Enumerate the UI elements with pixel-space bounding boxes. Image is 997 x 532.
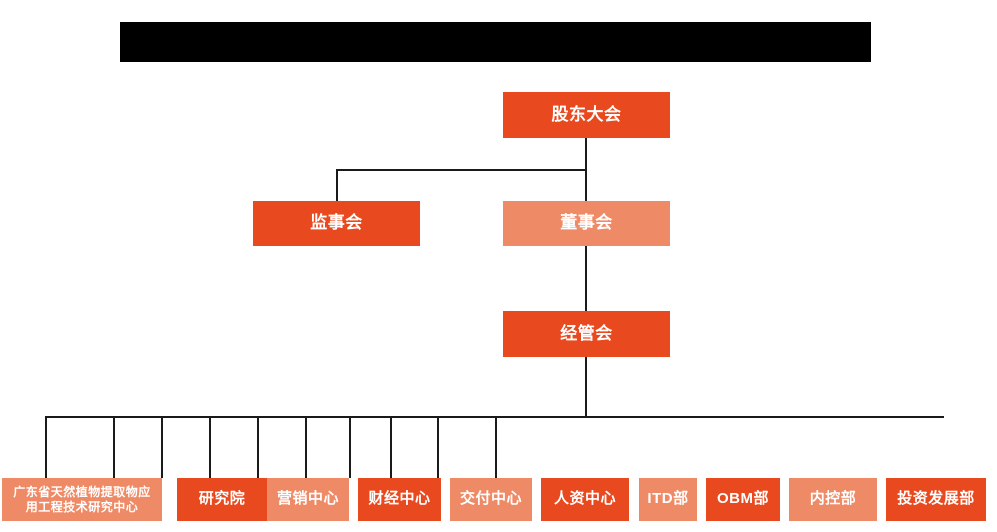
node-label: ITD部 <box>647 490 689 508</box>
node-guangdong-research-center[interactable]: 广东省天然植物提取物应 用工程技术研究中心 <box>2 478 162 521</box>
node-label: 交付中心 <box>459 490 522 508</box>
connector-drop-finance-center <box>209 416 211 478</box>
connector-bus-horizontal <box>45 416 944 418</box>
connector-drop-internal-control <box>437 416 439 478</box>
connector-supervisors-drop <box>336 169 338 201</box>
node-label: 股东大会 <box>551 104 622 124</box>
node-label: 内控部 <box>809 490 857 508</box>
node-label: 投资发展部 <box>897 490 975 508</box>
node-label: 监事会 <box>310 213 363 233</box>
connector-management-to-bus <box>585 357 587 418</box>
connector-drop-hr-center <box>305 416 307 478</box>
node-finance-center[interactable]: 财经中心 <box>358 478 441 521</box>
node-hr-center[interactable]: 人资中心 <box>541 478 629 521</box>
node-label: 经管会 <box>560 323 613 343</box>
node-itd-department[interactable]: ITD部 <box>639 478 697 521</box>
connector-directors-drop <box>585 169 587 201</box>
node-marketing-center[interactable]: 营销中心 <box>267 478 349 521</box>
connector-drop-delivery-center <box>257 416 259 478</box>
connector-drop-investment-dev <box>495 416 497 478</box>
node-obm-department[interactable]: OBM部 <box>706 478 780 521</box>
node-label-line-1: 广东省天然植物提取物应 <box>13 484 151 499</box>
node-research-institute[interactable]: 研究院 <box>177 478 267 521</box>
node-label: 研究院 <box>198 490 246 508</box>
redacted-title-banner <box>120 22 871 62</box>
node-label: 人资中心 <box>553 490 616 508</box>
connector-shareholders-to-supervisors-horizontal <box>336 169 587 171</box>
connector-drop-itd-department <box>349 416 351 478</box>
connector-drop-research-institute <box>113 416 115 478</box>
node-board-of-directors[interactable]: 董事会 <box>503 201 670 246</box>
node-investment-development-department[interactable]: 投资发展部 <box>886 478 986 521</box>
node-label: 营销中心 <box>276 490 339 508</box>
node-management-committee[interactable]: 经管会 <box>503 311 670 357</box>
node-shareholders-meeting[interactable]: 股东大会 <box>503 92 670 138</box>
connector-shareholders-down <box>585 138 587 170</box>
connector-drop-marketing-center <box>161 416 163 478</box>
connector-drop-obm-department <box>390 416 392 478</box>
node-board-of-supervisors[interactable]: 监事会 <box>253 201 420 246</box>
node-label: 董事会 <box>560 213 613 233</box>
node-label: OBM部 <box>717 490 769 508</box>
connector-directors-to-management <box>585 246 587 311</box>
connector-drop-research-center <box>45 416 47 478</box>
node-label-line-2: 用工程技术研究中心 <box>25 499 139 514</box>
node-delivery-center[interactable]: 交付中心 <box>450 478 532 521</box>
node-internal-control-department[interactable]: 内控部 <box>789 478 877 521</box>
node-label: 财经中心 <box>368 490 431 508</box>
